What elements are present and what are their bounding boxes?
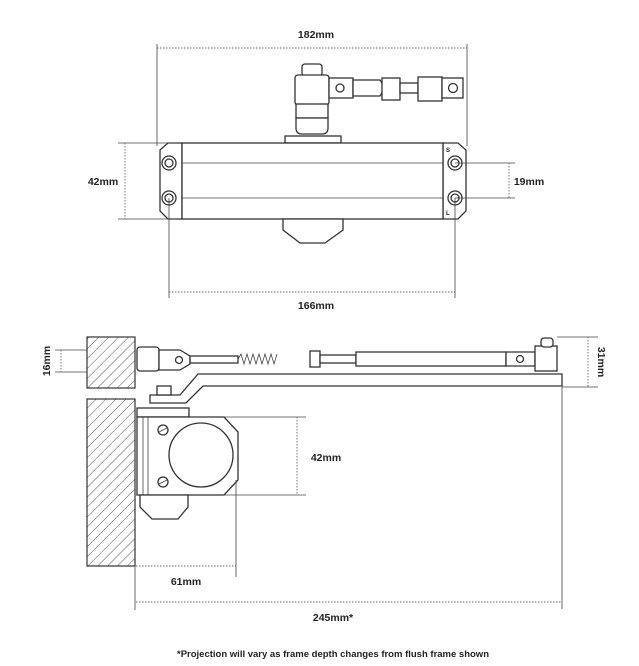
closer-body-top: S L: [159, 142, 467, 244]
dimension-19: 19mm: [455, 162, 544, 199]
dimension-label-61: 61mm: [171, 576, 201, 588]
side-view: 16mm 31mm: [41, 336, 607, 624]
dimension-label-31: 31mm: [595, 347, 607, 377]
footnote: *Projection will vary as frame depth cha…: [177, 649, 489, 660]
dimension-42-side: 42mm: [224, 416, 341, 496]
top-view: 182mm S: [88, 29, 544, 312]
dimension-182: 182mm: [156, 29, 468, 146]
dimension-61: 61mm: [134, 480, 237, 610]
dimension-label-245: 245mm*: [313, 612, 354, 624]
dimension-16: 16mm: [41, 346, 87, 376]
side-arm: [136, 337, 563, 404]
dimension-166: 166mm: [168, 198, 456, 312]
mark-l: L: [446, 211, 450, 217]
dimension-label-182: 182mm: [298, 29, 334, 41]
dimension-label-42-top: 42mm: [88, 176, 118, 188]
mark-s: S: [446, 148, 450, 154]
door-hatched: [86, 398, 136, 567]
dimension-label-42-side: 42mm: [311, 452, 341, 464]
dimension-label-16: 16mm: [41, 346, 53, 376]
dimension-245: 245mm*: [136, 387, 563, 624]
dimension-label-166: 166mm: [298, 300, 334, 312]
dimension-label-19: 19mm: [514, 176, 544, 188]
closer-body-side: [136, 407, 239, 520]
dimension-31: 31mm: [557, 336, 607, 388]
door-frame-hatched: [86, 336, 136, 389]
top-arm: [284, 63, 464, 144]
dimension-42-top: 42mm: [88, 142, 175, 220]
